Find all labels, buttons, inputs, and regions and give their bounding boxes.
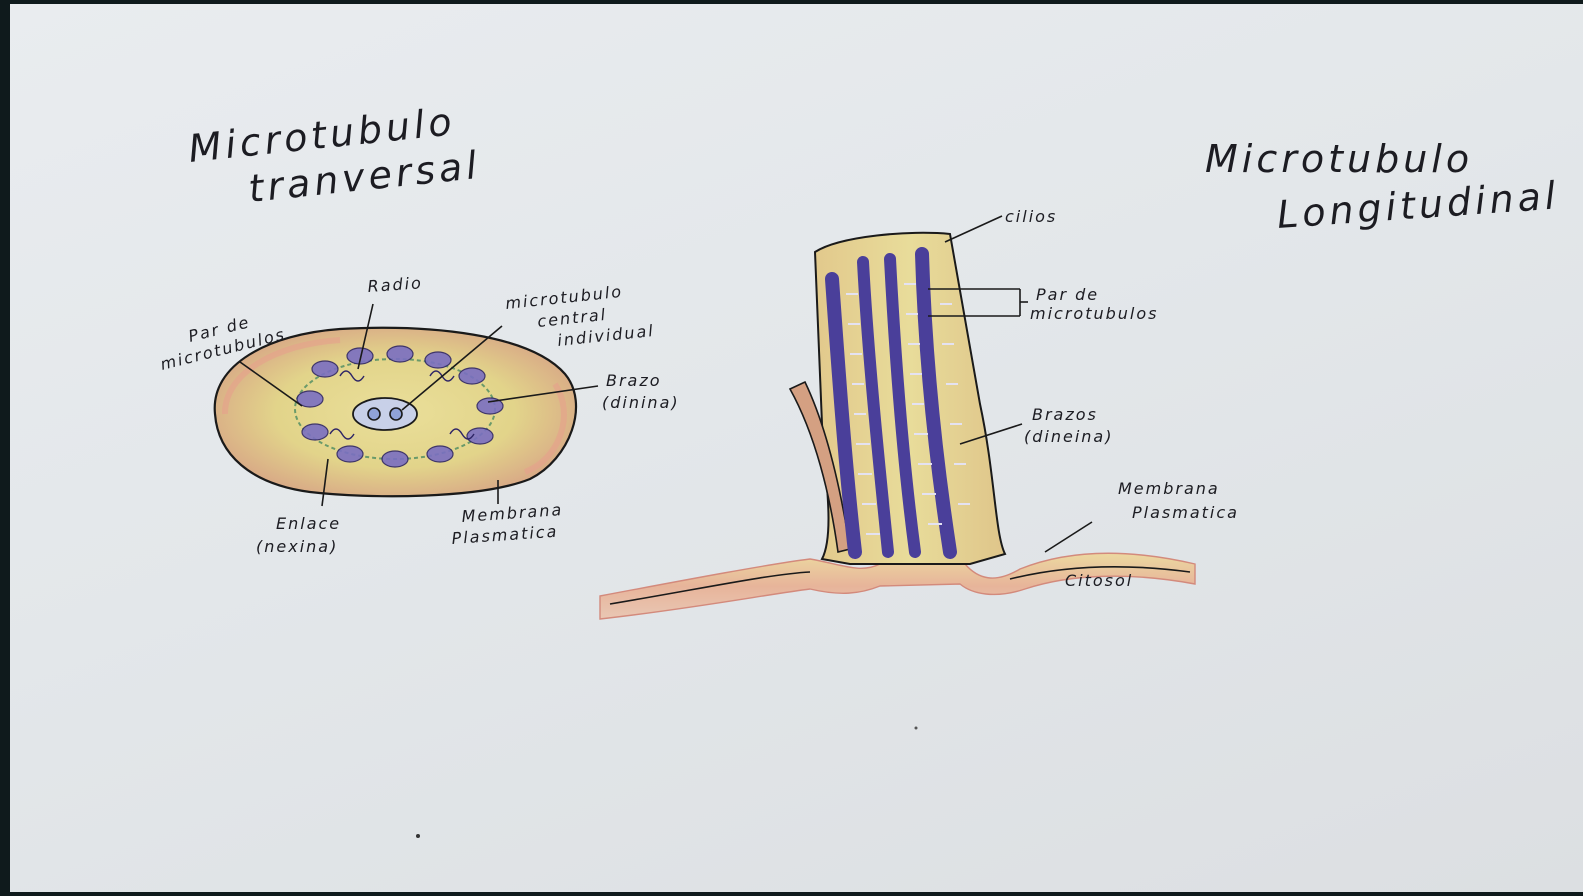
label-radio: Radio: [367, 273, 424, 296]
cross-section-group: Microtubulo tranversal: [158, 99, 679, 556]
label-brazo-line1: Brazo: [606, 371, 662, 390]
label-brazo-line2: (dinina): [602, 393, 680, 412]
pencil-dot: [915, 727, 918, 730]
label-membrana-line2-right: Plasmatica: [1132, 503, 1239, 522]
label-par-line2-right: microtubulos: [1030, 304, 1158, 323]
central-microtubule-right: [390, 408, 402, 420]
paper-sheet: Microtubulo tranversal: [10, 4, 1583, 892]
label-brazos-line1: Brazos: [1032, 405, 1098, 424]
right-title-line1: Microtubulo: [1205, 137, 1473, 181]
longitudinal-group: Microtubulo Longitudinal: [600, 137, 1561, 619]
label-enlace-line1: Enlace: [276, 514, 341, 533]
label-brazos-line2: (dineina): [1024, 427, 1113, 446]
label-membrana-line1-right: Membrana: [1118, 479, 1220, 498]
label-cilios: cilios: [1005, 207, 1057, 226]
label-enlace-line2: (nexina): [256, 537, 338, 556]
central-microtubule-left: [368, 408, 380, 420]
microtubule-drawing: Microtubulo tranversal: [10, 4, 1583, 892]
central-sheath: [353, 398, 417, 430]
right-title-line2: Longitudinal: [1276, 173, 1561, 237]
label-citosol: Citosol: [1065, 571, 1133, 590]
pencil-dot: [416, 834, 420, 838]
label-par-line1-right: Par de: [1036, 285, 1099, 304]
